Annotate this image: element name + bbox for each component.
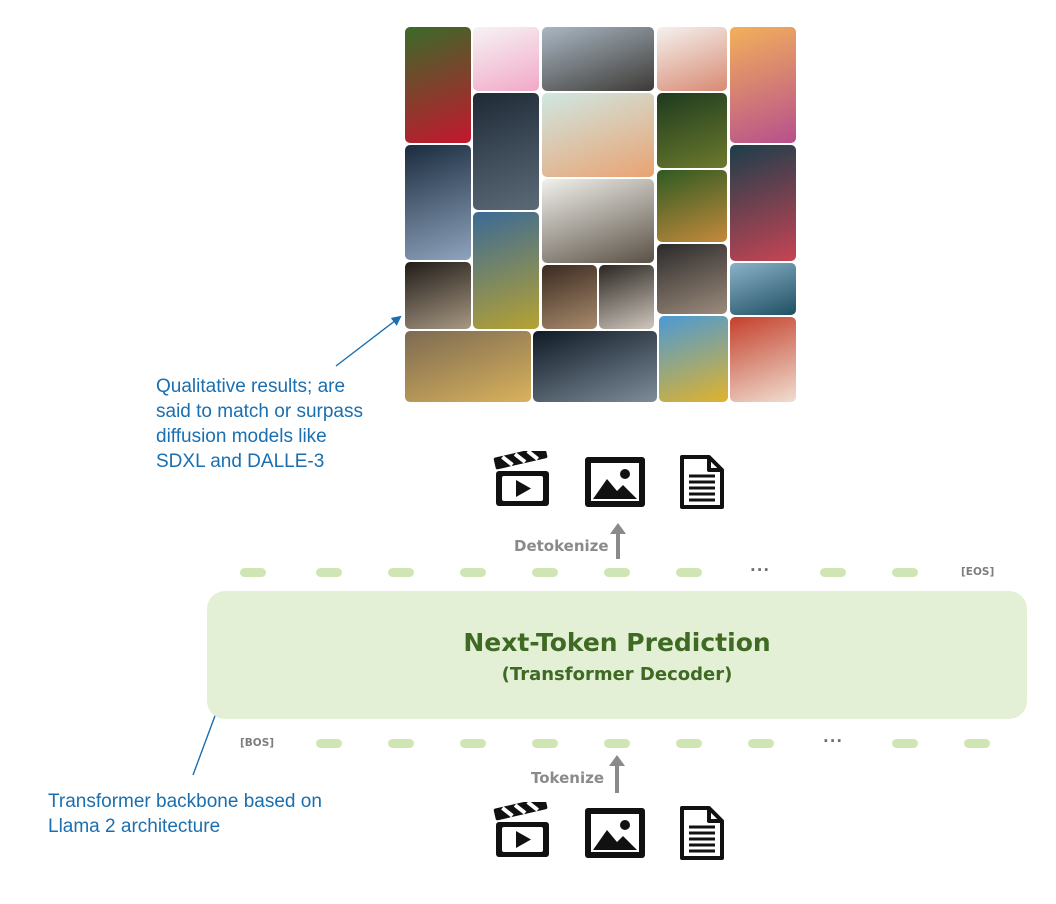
gallery-tile-wolf-under-moon — [533, 331, 657, 402]
results-note-line: SDXL and DALLE-3 — [156, 451, 325, 472]
backbone-arrow — [192, 703, 221, 776]
output-token — [532, 568, 558, 577]
generated-image-gallery — [0, 0, 1056, 410]
results-note-line: Qualitative results; are — [156, 376, 346, 397]
input-token — [316, 739, 342, 748]
decoder-subtitle: (Transformer Decoder) — [501, 664, 733, 685]
input-token — [388, 739, 414, 748]
image-icon — [585, 457, 645, 507]
input-token — [604, 739, 630, 748]
backbone-note-line: Transformer backbone based on — [48, 791, 322, 812]
output-token — [388, 568, 414, 577]
tokenize-arrow — [609, 755, 625, 793]
results-arrow — [335, 315, 402, 367]
backbone-note-line: Llama 2 architecture — [48, 816, 221, 837]
input-token — [460, 739, 486, 748]
output-token — [240, 568, 266, 577]
gallery-tile-cloaked-figure-in-alley — [473, 93, 539, 210]
gallery-tile-book-with-landscape — [730, 317, 796, 402]
gallery-tile-three-ostriches — [542, 179, 654, 263]
gallery-tile-elderly-man-portrait — [657, 244, 727, 314]
output-token — [892, 568, 918, 577]
gallery-tile-pug-with-hat — [542, 265, 597, 329]
gallery-tile-blue-robot-with-sunflowers — [473, 212, 539, 329]
gallery-tile-fox-in-forest — [657, 170, 727, 242]
decoder-title: Next-Token Prediction — [463, 628, 771, 657]
input-token — [892, 739, 918, 748]
video-clapperboard-icon — [493, 451, 549, 506]
gallery-tile-victorian-dress — [405, 262, 471, 329]
gallery-tile-sailing-ship-at-night — [405, 145, 471, 260]
gallery-tile-sneaker — [599, 265, 654, 329]
gallery-tile-red-rose — [405, 27, 471, 143]
output-token — [604, 568, 630, 577]
results-note: Qualitative results; are said to match o… — [156, 374, 363, 474]
input-token — [748, 739, 774, 748]
output-token — [316, 568, 342, 577]
gallery-tile-ruined-city-sunflowers — [405, 331, 531, 402]
output-token — [460, 568, 486, 577]
input-token — [676, 739, 702, 748]
text-document-icon — [680, 455, 724, 509]
output-ellipsis: ··· — [750, 561, 771, 579]
tokenize-label: Tokenize — [531, 769, 605, 787]
output-token — [676, 568, 702, 577]
gallery-tile-giraffe-in-flower-field — [659, 316, 728, 402]
input-token-row: [BOS] ··· — [0, 730, 1056, 758]
eos-token: [EOS] — [961, 566, 995, 578]
input-token — [964, 739, 990, 748]
text-document-icon — [680, 806, 724, 860]
gallery-tile-clay-owl-and-bear-scene — [542, 93, 654, 177]
gallery-tile-lake-landscape — [730, 263, 796, 315]
detokenize-arrow — [610, 523, 626, 559]
results-note-line: diffusion models like — [156, 426, 327, 447]
input-token — [532, 739, 558, 748]
results-note-line: said to match or surpass — [156, 401, 363, 422]
backbone-note: Transformer backbone based on Llama 2 ar… — [48, 789, 322, 839]
gallery-tile-joker-portrait — [657, 93, 727, 168]
gallery-tile-pink-kitten — [473, 27, 539, 91]
image-icon — [585, 808, 645, 858]
gallery-tile-astronaut-in-flower-field — [730, 27, 796, 143]
bos-token: [BOS] — [240, 737, 275, 749]
gallery-tile-woman-with-flower-crown — [730, 145, 796, 261]
video-clapperboard-icon — [493, 802, 549, 857]
gallery-tile-black-panther-on-branch — [542, 27, 654, 91]
gallery-tile-patterned-socks — [657, 27, 727, 91]
input-ellipsis: ··· — [823, 732, 844, 750]
output-token — [820, 568, 846, 577]
transformer-decoder-block: Next-Token Prediction (Transformer Decod… — [207, 591, 1027, 719]
output-token-row: ··· [EOS] — [0, 560, 1056, 588]
detokenize-label: Detokenize — [514, 537, 609, 555]
